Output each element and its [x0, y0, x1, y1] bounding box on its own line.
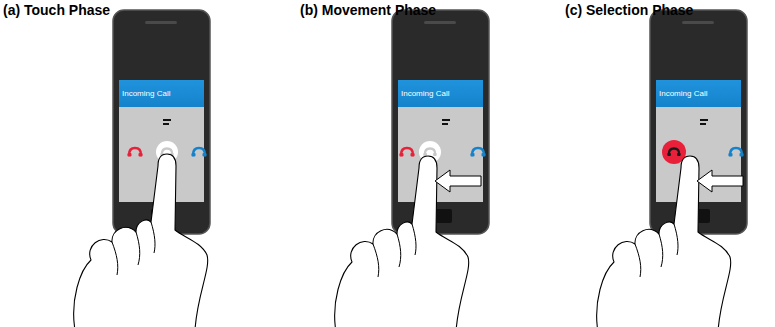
- call-banner: Incoming Call: [398, 80, 483, 107]
- panel-title: (a) Touch Phase: [3, 2, 110, 18]
- phone-b: [335, 10, 489, 327]
- panel-title: (c) Selection Phase: [565, 2, 693, 18]
- call-banner: Incoming Call: [656, 80, 741, 107]
- banner-text: Incoming Call: [401, 89, 449, 98]
- call-banner: Incoming Call: [119, 80, 204, 107]
- panel-title: (b) Movement Phase: [300, 2, 436, 18]
- phone-c: [597, 10, 747, 327]
- banner-text: Incoming Call: [122, 89, 170, 98]
- banner-text: Incoming Call: [659, 89, 707, 98]
- phone-a: [74, 10, 210, 327]
